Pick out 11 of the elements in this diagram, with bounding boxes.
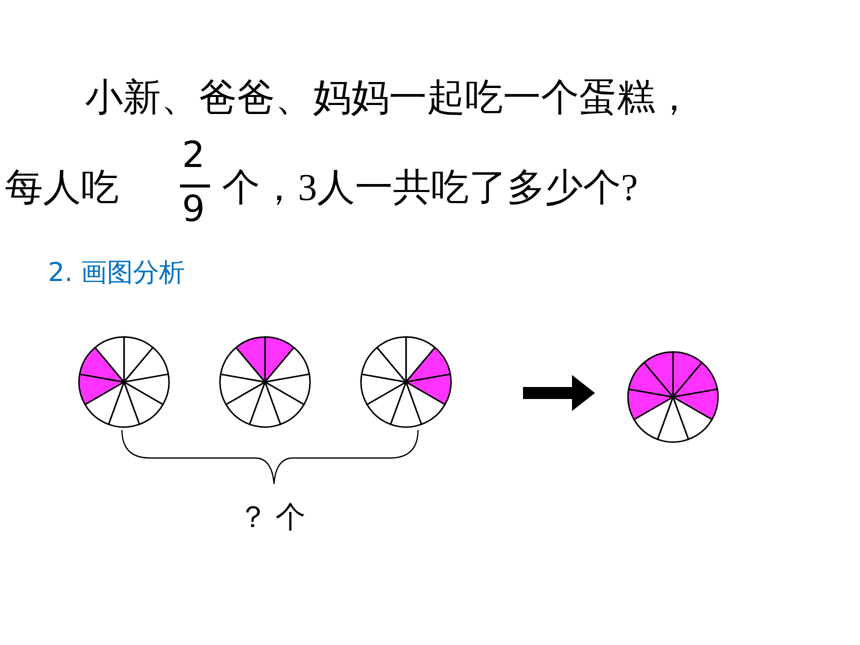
- question-text: 个，3人一共吃了多少个?: [222, 166, 638, 211]
- fraction-denominator: 9: [182, 188, 205, 232]
- question-text: 小新、爸爸、妈妈一起吃一个蛋糕，: [85, 76, 693, 121]
- section-heading: 2. 画图分析: [48, 258, 186, 290]
- pie-diagram: [360, 336, 452, 428]
- question-text: 每人吃: [5, 166, 119, 211]
- fraction-numerator: 2: [182, 134, 205, 178]
- answer-label: ？ 个: [238, 500, 306, 536]
- pie-diagram: [627, 351, 719, 443]
- pie-diagram: [78, 336, 170, 428]
- pie-diagram: [219, 336, 311, 428]
